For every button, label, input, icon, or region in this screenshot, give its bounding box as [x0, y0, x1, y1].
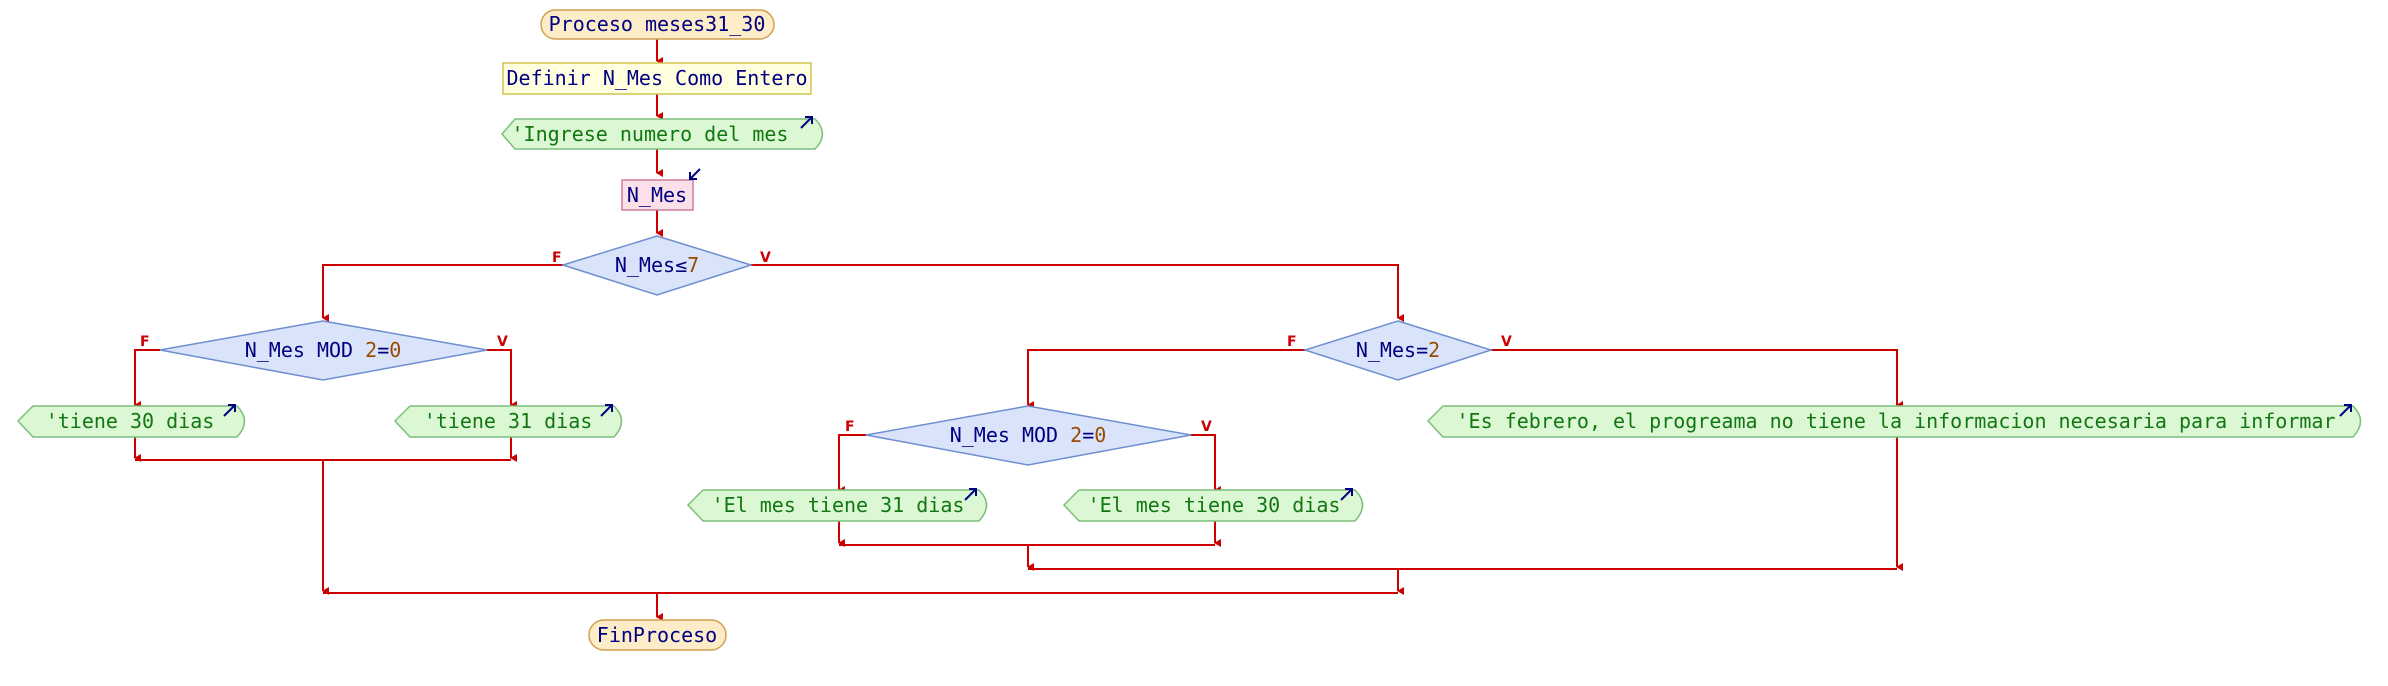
- start-label: Proceso meses31_30: [549, 12, 766, 36]
- svg-text:N_Mes≤7: N_Mes≤7: [615, 253, 699, 277]
- output-arrow-icon: [800, 116, 813, 129]
- d2-true-label: V: [497, 334, 508, 350]
- svg-text:N_Mes MOD 2=0: N_Mes MOD 2=0: [950, 423, 1107, 447]
- decision-n-mes-le-7[interactable]: N_Mes≤7: [560, 235, 754, 296]
- out-31-label: 'tiene 31 dias: [424, 409, 593, 433]
- d1-val: 7: [687, 253, 699, 277]
- read-input[interactable]: N_Mes: [621, 168, 701, 211]
- d1-false-label: F: [552, 250, 562, 266]
- output-arrow-icon: [964, 488, 977, 501]
- out-m30-label: 'El mes tiene 30 dias: [1088, 493, 1341, 517]
- svg-text:N_Mes=2: N_Mes=2: [1356, 338, 1440, 362]
- prompt-label: 'Ingrese numero del mes: [512, 122, 789, 146]
- d4-num: 2: [1070, 423, 1082, 447]
- decision-mod-right[interactable]: N_Mes MOD 2=0: [865, 405, 1192, 466]
- d4-mod: MOD: [1022, 423, 1058, 447]
- output-arrow-icon: [600, 404, 613, 417]
- out-feb-label: 'Es febrero, el progreama no tiene la in…: [1457, 409, 2336, 433]
- output-febrero[interactable]: 'Es febrero, el progreama no tiene la in…: [1426, 404, 2362, 438]
- d2-false-label: F: [140, 334, 150, 350]
- output-mes-30[interactable]: 'El mes tiene 30 dias: [1062, 488, 1364, 522]
- start-terminal[interactable]: Proceso meses31_30: [540, 9, 775, 40]
- d1-op: ≤: [675, 253, 687, 277]
- out-30-label: 'tiene 30 dias: [46, 409, 215, 433]
- output-arrow-icon: [223, 404, 236, 417]
- d4-true-label: V: [1201, 419, 1212, 435]
- d4-var: N_Mes: [950, 423, 1010, 447]
- prompt-output[interactable]: 'Ingrese numero del mes: [501, 116, 824, 150]
- d4-val: 0: [1094, 423, 1106, 447]
- out-m31-label: 'El mes tiene 31 dias: [712, 493, 965, 517]
- d1-var: N_Mes: [615, 253, 675, 277]
- end-terminal[interactable]: FinProceso: [588, 619, 727, 651]
- d4-false-label: F: [845, 419, 855, 435]
- define-label: Definir N_Mes Como Entero: [506, 66, 807, 90]
- output-arrow-icon: [2339, 404, 2352, 417]
- end-label: FinProceso: [597, 623, 717, 647]
- output-arrow-icon: [1340, 488, 1353, 501]
- read-var-label: N_Mes: [627, 183, 687, 207]
- output-mes-31[interactable]: 'El mes tiene 31 dias: [686, 488, 988, 522]
- d3-var: N_Mes: [1356, 338, 1416, 362]
- d2-op: =: [377, 338, 389, 362]
- d2-val: 0: [389, 338, 401, 362]
- d2-var: N_Mes: [245, 338, 305, 362]
- svg-text:N_Mes MOD 2=0: N_Mes MOD 2=0: [245, 338, 402, 362]
- d1-true-label: V: [760, 250, 771, 266]
- d3-op: =: [1416, 338, 1428, 362]
- d3-true-label: V: [1501, 334, 1512, 350]
- d4-op: =: [1082, 423, 1094, 447]
- output-tiene-30[interactable]: 'tiene 30 dias: [16, 404, 246, 438]
- input-arrow-icon: [689, 168, 701, 180]
- d2-num: 2: [365, 338, 377, 362]
- connectors: [134, 39, 1903, 621]
- define-block[interactable]: Definir N_Mes Como Entero: [502, 62, 812, 95]
- decision-mod-left[interactable]: N_Mes MOD 2=0: [159, 320, 488, 381]
- output-tiene-31[interactable]: 'tiene 31 dias: [393, 404, 623, 438]
- decision-n-mes-eq-2[interactable]: N_Mes=2: [1302, 320, 1494, 381]
- d3-val: 2: [1428, 338, 1440, 362]
- d2-mod: MOD: [317, 338, 353, 362]
- d3-false-label: F: [1287, 334, 1297, 350]
